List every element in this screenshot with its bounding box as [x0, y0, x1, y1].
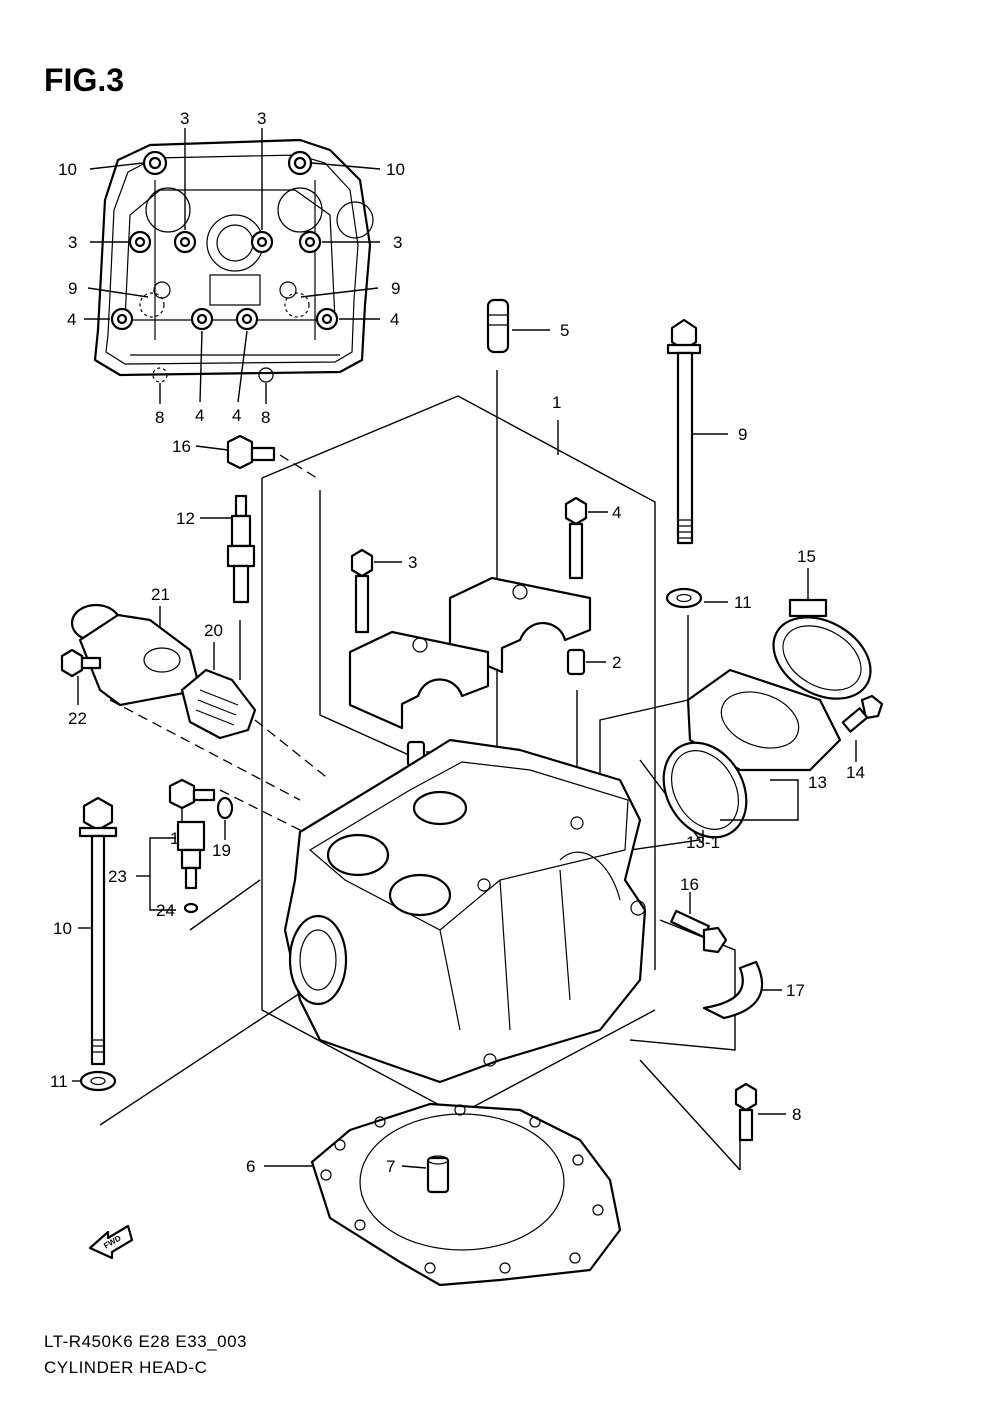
callout-21: 21	[151, 585, 170, 604]
part-21-water-outlet	[70, 603, 202, 707]
part-7-dowel	[401, 1155, 450, 1194]
callout-4: 4	[232, 406, 241, 425]
callout-7: 7	[386, 1157, 395, 1176]
part-19-washer	[216, 796, 234, 840]
callout-17: 17	[786, 981, 805, 1000]
part-16-bolt	[195, 434, 276, 470]
callout-3: 3	[180, 109, 189, 128]
callout-10: 10	[58, 160, 77, 179]
callout-3: 3	[68, 233, 77, 252]
callout-11: 11	[734, 593, 752, 612]
cylinder-head	[283, 738, 647, 1084]
callout-4: 4	[612, 503, 621, 522]
part-23-temp-sensor	[136, 820, 206, 911]
part-11-washer	[665, 587, 728, 609]
camshaft-caps	[348, 576, 592, 730]
part-6-head-gasket	[264, 1102, 622, 1287]
callout-23: 23	[108, 867, 127, 886]
part-5-lifter	[486, 298, 550, 354]
figure-title: FIG.3	[44, 62, 125, 98]
gasket-holes	[320, 1104, 604, 1274]
callout-12: 12	[176, 509, 195, 528]
part-22-bolt	[60, 648, 102, 705]
part-17-clip	[702, 960, 782, 1020]
callout-9: 9	[391, 279, 400, 298]
callout-4: 4	[195, 406, 204, 425]
callout-4: 4	[390, 310, 399, 329]
figure-code: LT-R450K6 E28 E33_003	[44, 1332, 247, 1351]
part-14-bolt	[841, 694, 884, 762]
callout-14: 14	[846, 763, 865, 782]
part-13-intake-pipe	[662, 668, 842, 845]
part-20-thermostat	[180, 642, 257, 740]
callout-20: 20	[204, 621, 223, 640]
part-3-bolt	[350, 548, 402, 634]
callout-8: 8	[792, 1105, 801, 1124]
forward-direction-arrow: FWD	[88, 1224, 134, 1260]
callout-3: 3	[257, 109, 266, 128]
callout-16: 16	[172, 437, 191, 456]
callout-9: 9	[68, 279, 77, 298]
part-11-washer	[72, 1070, 117, 1092]
callout-3: 3	[393, 233, 402, 252]
callout-13: 13	[808, 773, 827, 792]
callout-11: 11	[50, 1072, 68, 1091]
callout-6: 6	[246, 1157, 255, 1176]
callout-22: 22	[68, 709, 87, 728]
part-2-dowel	[566, 648, 606, 676]
part-16-bolt	[670, 892, 728, 954]
callout-3: 3	[408, 553, 417, 572]
callout-10: 10	[53, 919, 72, 938]
callout-4: 4	[67, 310, 76, 329]
part-18-bolt	[168, 778, 216, 828]
part-8-bolt	[734, 1082, 786, 1142]
inset-bolt-marks	[110, 150, 339, 331]
part-10-stud	[78, 796, 118, 1066]
callout-8: 8	[261, 408, 270, 427]
part-24-o-ring	[183, 902, 199, 914]
callout-19: 19	[212, 841, 231, 860]
callout-8: 8	[155, 408, 164, 427]
callout-5: 5	[560, 321, 569, 340]
inset-top-view	[84, 128, 381, 404]
callout-24: 24	[156, 901, 175, 920]
part-15-clamp	[772, 568, 872, 700]
callout-13-1: 13-1	[686, 833, 720, 852]
callout-2: 2	[612, 653, 621, 672]
part-4-bolt	[564, 496, 608, 580]
callout-16: 16	[680, 875, 699, 894]
callout-9: 9	[738, 425, 747, 444]
figure-name: CYLINDER HEAD-C	[44, 1358, 208, 1377]
callout-10: 10	[386, 160, 405, 179]
part-12-spark-plug	[200, 494, 256, 604]
callout-1: 1	[552, 393, 561, 412]
callout-15: 15	[797, 547, 816, 566]
part-9-stud	[666, 318, 728, 545]
